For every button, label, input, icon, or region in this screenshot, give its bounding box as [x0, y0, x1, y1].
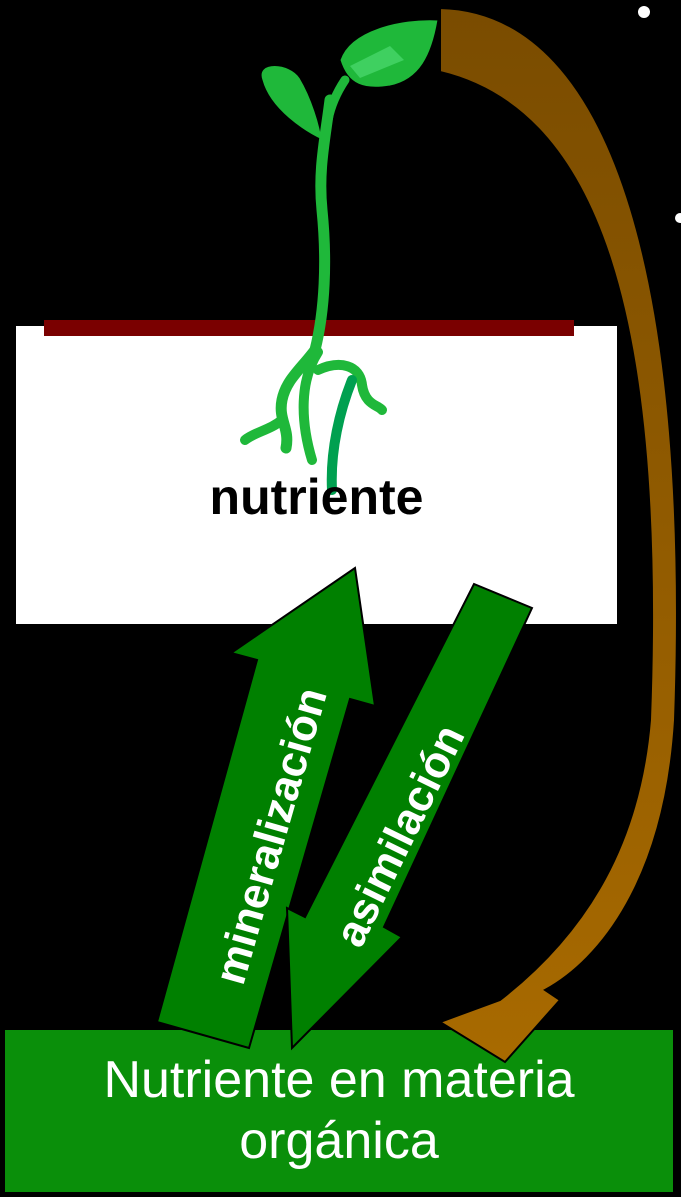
bullet-dot-1: [638, 6, 650, 18]
soil-box: [16, 326, 617, 624]
organic-label-line1: Nutriente en materia: [103, 1051, 575, 1109]
assimilation-arrow: [285, 582, 534, 1051]
organic-matter-label: Nutriente en materia orgánica: [5, 1050, 673, 1172]
soil-surface-line: [44, 320, 574, 336]
bullet-dot-2: [675, 213, 681, 223]
mineralization-arrow: [155, 566, 377, 1050]
return-arrow: [437, 6, 678, 1064]
seedling-icon: [240, 19, 439, 495]
organic-label-line2: orgánica: [239, 1112, 439, 1170]
nutrient-label: nutriente: [209, 469, 424, 525]
organic-matter-box: [5, 1030, 673, 1192]
